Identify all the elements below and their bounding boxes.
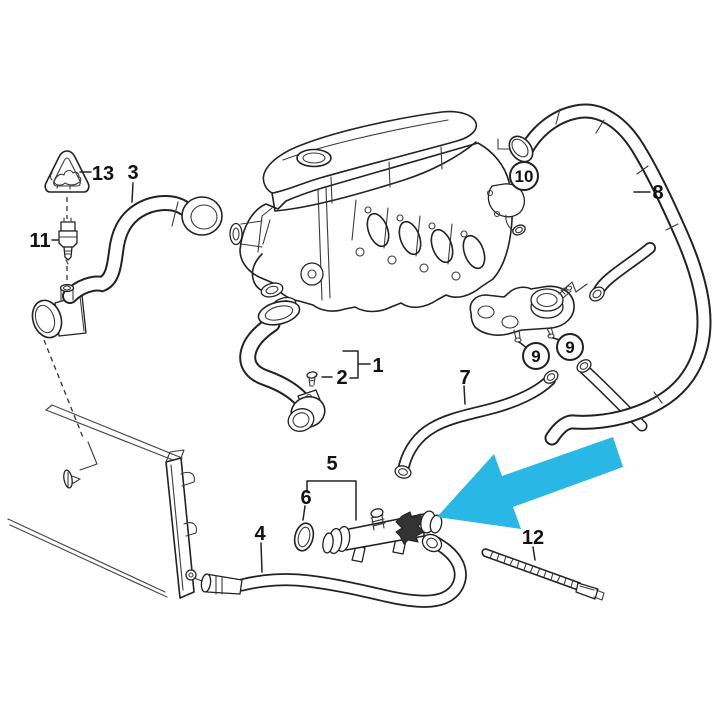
highlight-arrow-icon <box>437 437 623 529</box>
callout-5[interactable]: 5 <box>326 453 337 475</box>
callout-3[interactable]: 3 <box>127 162 138 184</box>
callout-12[interactable]: 12 <box>522 527 544 549</box>
valve-cover <box>262 110 478 194</box>
hose-clamp <box>395 511 425 545</box>
cable-tie <box>481 548 605 601</box>
warning-triangle-icon <box>44 150 90 193</box>
callout-8[interactable]: 8 <box>652 182 663 204</box>
lower-hose-assembly <box>193 533 467 608</box>
callouts: 1 2 3 4 5 6 7 8 9 9 10 11 12 <box>29 161 664 573</box>
callout-9-right[interactable]: 9 <box>565 338 574 357</box>
temp-sensor <box>58 217 78 265</box>
zigzag-locator <box>562 281 588 293</box>
callout-7[interactable]: 7 <box>459 367 470 389</box>
water-pipe-assembly <box>293 508 443 563</box>
callout-2[interactable]: 2 <box>336 367 347 389</box>
return-hose-8 <box>508 103 712 446</box>
mid-hose-7 <box>394 370 559 479</box>
callout-1[interactable]: 1 <box>372 355 383 377</box>
thermostat-connector <box>486 138 526 236</box>
callout-11[interactable]: 11 <box>29 230 50 252</box>
expansion-hose-assembly <box>239 300 326 432</box>
hose-3-cuff <box>181 196 223 236</box>
callout-13[interactable]: 13 <box>92 163 114 185</box>
bleeder-screw <box>370 508 386 531</box>
callout-4[interactable]: 4 <box>254 523 266 545</box>
radiator-screw <box>63 441 98 489</box>
callout-9-left[interactable]: 9 <box>531 347 540 366</box>
o-ring <box>293 522 315 552</box>
radiator-drawing <box>7 339 197 599</box>
pulley <box>300 262 324 286</box>
water-stub <box>229 222 243 246</box>
marten-icon <box>49 170 82 190</box>
vent-screw <box>306 371 318 387</box>
locator-dash-line <box>43 339 85 441</box>
callout-10[interactable]: 10 <box>515 167 534 186</box>
radiator-outlet-port <box>185 569 197 581</box>
engine-block-drawing <box>229 110 526 314</box>
upper-hose-assembly <box>31 150 223 339</box>
oil-filler-cap <box>296 148 332 168</box>
flange-gasket <box>469 281 588 349</box>
callout-6[interactable]: 6 <box>300 487 311 509</box>
radiator-side-tank <box>165 457 195 599</box>
